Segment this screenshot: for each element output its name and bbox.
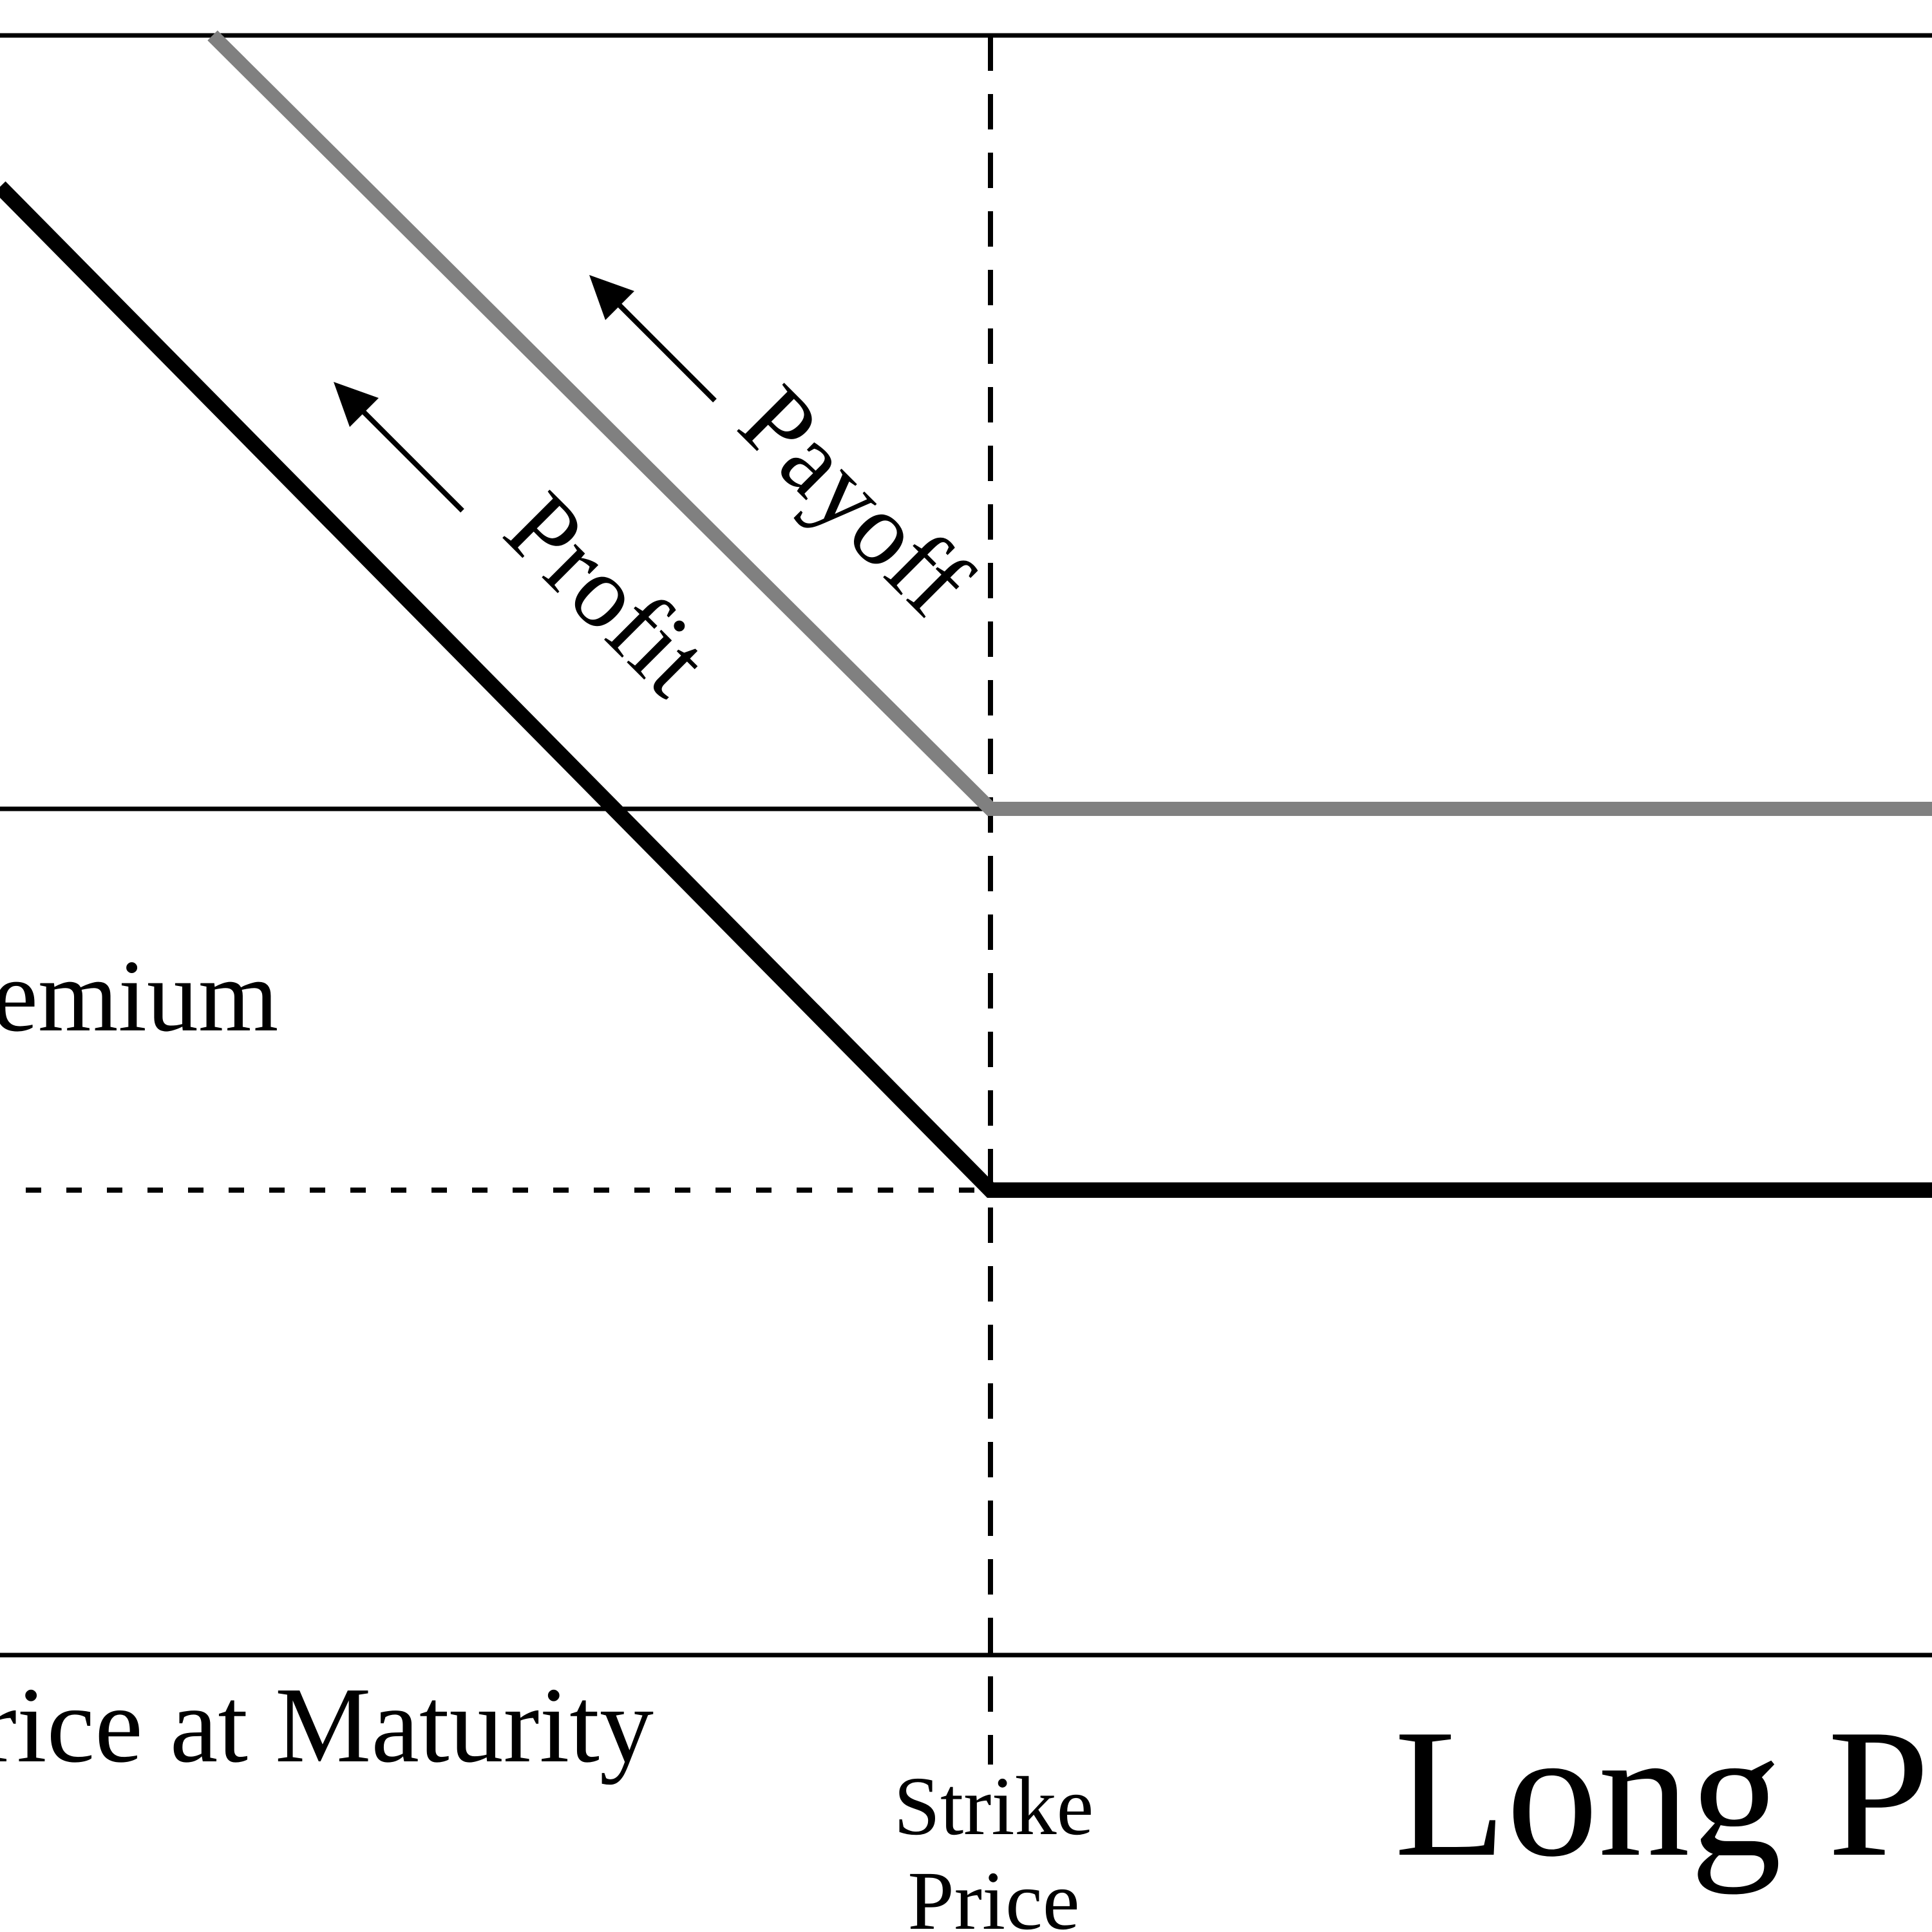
strike-price-label-line2: Price	[907, 1855, 1079, 1932]
x-axis-label: rice at Maturity	[0, 1665, 654, 1785]
arrow-up-left-icon	[334, 382, 464, 513]
profit-line	[0, 181, 1932, 1198]
premium-label: emium	[0, 938, 278, 1053]
strike-price-label-line1: Strike	[894, 1760, 1094, 1853]
arrow-up-left-icon	[589, 275, 717, 402]
diagram-title: Long P	[1394, 1691, 1929, 1895]
payoff-line	[207, 30, 1932, 816]
payoff-label: Payoff	[718, 363, 992, 638]
